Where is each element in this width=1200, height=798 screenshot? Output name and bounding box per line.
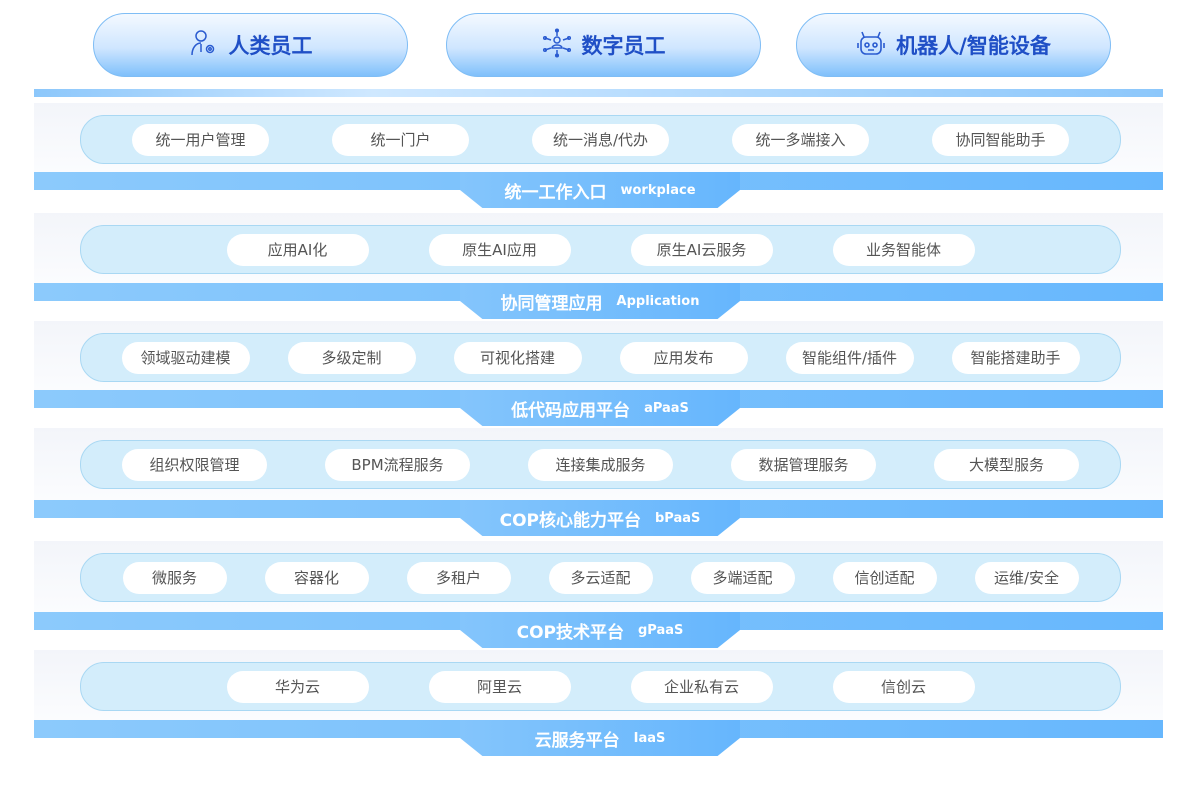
capability-chip[interactable]: 多端适配 (690, 561, 795, 594)
capability-chip[interactable]: 原生AI云服务 (630, 233, 773, 266)
capability-chip[interactable]: 统一门户 (332, 123, 469, 156)
layer-title: COP核心能力平台 (499, 510, 641, 531)
layer-items-row: 领域驱动建模 多级定制 可视化搭建 应用发布 智能组件/插件 智能搭建助手 (80, 333, 1121, 382)
capability-chip[interactable]: 信创适配 (832, 561, 937, 594)
human-employee-icon (189, 28, 219, 63)
capability-chip[interactable]: 多级定制 (287, 341, 416, 374)
human-employee-label: 人类员工 (228, 34, 313, 58)
layer-title-tab: 低代码应用平台 aPaaS (460, 390, 740, 426)
capability-chip[interactable]: 智能搭建助手 (951, 341, 1080, 374)
capability-chip[interactable]: 统一消息/代办 (532, 123, 669, 156)
capability-chip[interactable]: BPM流程服务 (325, 448, 470, 481)
capability-chip[interactable]: 原生AI应用 (428, 233, 571, 266)
layer-subtitle: Application (616, 293, 700, 309)
layer-title-tab: 云服务平台 IaaS (460, 720, 740, 756)
capability-chip[interactable]: 运维/安全 (974, 561, 1079, 594)
capability-chip[interactable]: 应用发布 (619, 341, 748, 374)
capability-chip[interactable]: 大模型服务 (934, 448, 1079, 481)
capability-chip[interactable]: 应用AI化 (226, 233, 369, 266)
capability-chip[interactable]: 数据管理服务 (731, 448, 876, 481)
layer-title: COP技术平台 (516, 622, 624, 643)
capability-chip[interactable]: 企业私有云 (630, 670, 773, 703)
top-divider-bar (34, 89, 1163, 97)
robot-icon (856, 28, 886, 63)
robot-device-label: 机器人/智能设备 (896, 34, 1051, 58)
capability-chip[interactable]: 智能组件/插件 (785, 341, 914, 374)
capability-chip[interactable]: 微服务 (122, 561, 227, 594)
layer-items-row: 华为云 阿里云 企业私有云 信创云 (80, 662, 1121, 711)
capability-chip[interactable]: 多云适配 (548, 561, 653, 594)
capability-chip[interactable]: 统一用户管理 (132, 123, 269, 156)
layer-subtitle: IaaS (633, 730, 666, 746)
capability-chip[interactable]: 信创云 (832, 670, 975, 703)
layer-title-tab: 统一工作入口 workplace (460, 172, 740, 208)
layer-title-tab: COP技术平台 gPaaS (460, 612, 740, 648)
layer-items-row: 统一用户管理 统一门户 统一消息/代办 统一多端接入 协同智能助手 (80, 115, 1121, 164)
layer-title: 低代码应用平台 (511, 400, 631, 421)
digital-employee-button[interactable]: 数字员工 (446, 13, 761, 77)
human-employee-button[interactable]: 人类员工 (93, 13, 408, 77)
capability-chip[interactable]: 组织权限管理 (122, 448, 267, 481)
layer-title: 协同管理应用 (500, 293, 603, 314)
layer-title-tab: 协同管理应用 Application (460, 283, 740, 319)
capability-chip[interactable]: 协同智能助手 (932, 123, 1069, 156)
capability-chip[interactable]: 连接集成服务 (528, 448, 673, 481)
capability-chip[interactable]: 多租户 (406, 561, 511, 594)
layer-subtitle: gPaaS (637, 622, 684, 638)
layer-items-row: 微服务 容器化 多租户 多云适配 多端适配 信创适配 运维/安全 (80, 553, 1121, 602)
layer-subtitle: workplace (620, 182, 696, 198)
capability-chip[interactable]: 统一多端接入 (732, 123, 869, 156)
layer-items-row: 应用AI化 原生AI应用 原生AI云服务 业务智能体 (80, 225, 1121, 274)
capability-chip[interactable]: 华为云 (226, 670, 369, 703)
digital-employee-label: 数字员工 (581, 34, 666, 58)
layer-title: 统一工作入口 (504, 182, 607, 203)
layer-subtitle: aPaaS (644, 400, 689, 416)
layer-subtitle: bPaaS (654, 510, 701, 526)
capability-chip[interactable]: 业务智能体 (832, 233, 975, 266)
capability-chip[interactable]: 可视化搭建 (453, 341, 582, 374)
digital-employee-icon (542, 27, 572, 63)
layer-items-row: 组织权限管理 BPM流程服务 连接集成服务 数据管理服务 大模型服务 (80, 440, 1121, 489)
capability-chip[interactable]: 领域驱动建模 (121, 341, 250, 374)
layer-title-tab: COP核心能力平台 bPaaS (460, 500, 740, 536)
capability-chip[interactable]: 阿里云 (428, 670, 571, 703)
capability-chip[interactable]: 容器化 (264, 561, 369, 594)
robot-device-button[interactable]: 机器人/智能设备 (796, 13, 1111, 77)
layer-title: 云服务平台 (534, 730, 620, 751)
